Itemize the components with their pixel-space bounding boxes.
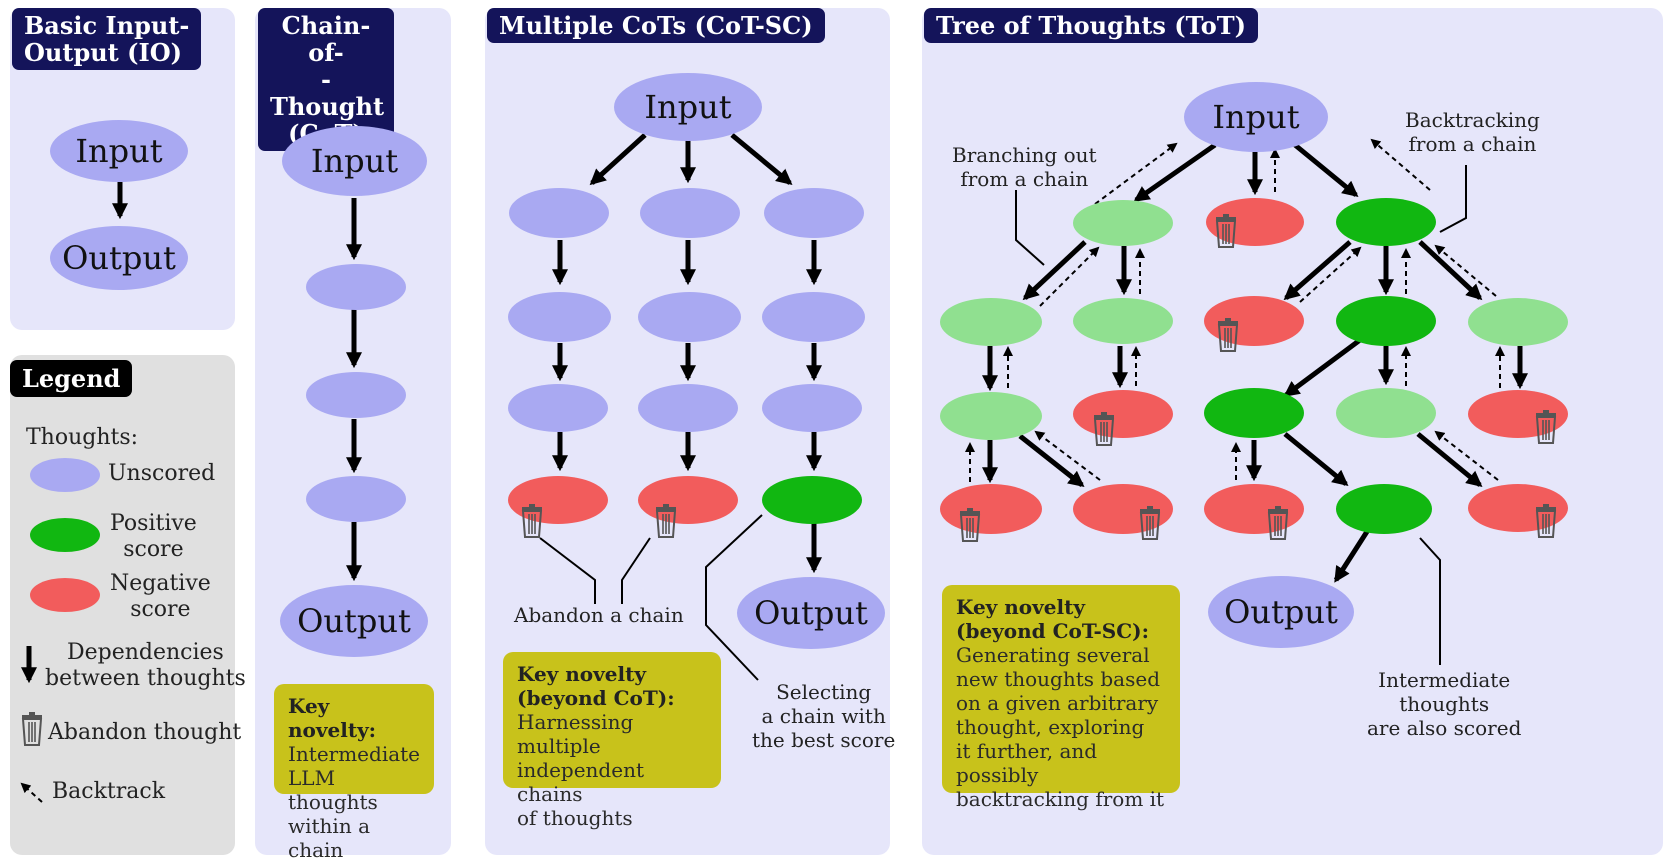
tot-key-novelty-box: Key novelty (beyond CoT-SC): Generating …: [942, 585, 1180, 811]
tot-solid-arrows: [981, 142, 1529, 583]
cotsc-arrow-in-3: [730, 133, 793, 186]
tot-positive-node: [1204, 388, 1304, 438]
tot-key-title: Key novelty (beyond CoT-SC):: [956, 595, 1149, 643]
tot-output-node: Output: [1208, 576, 1354, 648]
tot-positive-node: [1336, 388, 1436, 438]
io-output-node: Output: [50, 226, 188, 290]
cotsc-thought-node: [638, 292, 741, 342]
cotsc-thought-node: [764, 188, 864, 238]
cotsc-output-node: Output: [737, 577, 885, 649]
io-input-node: Input: [50, 120, 188, 182]
select-callout: [705, 514, 763, 681]
tot-title: Tree of Thoughts (ToT): [924, 8, 1258, 43]
cotsc-input-node: Input: [614, 73, 762, 141]
abandon-chain-label: Abandon a chain: [514, 603, 684, 627]
cotsc-thought-node: [508, 384, 608, 432]
intermediate-label: Intermediate thoughts are also scored: [1367, 668, 1522, 740]
cot-thought-node: [306, 264, 406, 310]
legend-negative-label: Negative score: [110, 571, 211, 622]
cotsc-thought-node: [640, 188, 740, 238]
cotsc-positive-node: [762, 476, 862, 524]
tot-positive-node: [940, 392, 1042, 440]
abandon-callout-right: [621, 537, 651, 604]
tot-positive-node: [1336, 296, 1436, 346]
legend-unscored-swatch: [30, 458, 100, 492]
trash-icon: [1215, 214, 1237, 248]
backtracking-label: Backtracking from a chain: [1405, 108, 1540, 156]
cotsc-arrow-in-1: [589, 133, 647, 186]
cotsc-thought-node: [762, 384, 862, 432]
legend-backtrack-arrow: [20, 782, 43, 803]
trash-icon: [655, 504, 677, 538]
cotsc-thought-node: [638, 384, 738, 432]
cotsc-negative-node: [508, 476, 608, 524]
cotsc-key-text: Harnessing multiple independent chains o…: [517, 710, 644, 830]
branching-label: Branching out from a chain: [952, 143, 1097, 191]
trash-icon: [959, 508, 981, 542]
tot-positive-node: [1336, 484, 1432, 534]
legend-thoughts-label: Thoughts:: [26, 425, 139, 450]
legend-negative-swatch: [30, 578, 100, 612]
legend-positive-label: Positive score: [110, 511, 197, 562]
tot-positive-node: [940, 298, 1042, 346]
trash-icon: [1267, 506, 1289, 540]
cot-key-title: Key novelty:: [288, 694, 377, 742]
cotsc-thought-node: [762, 292, 865, 342]
cot-output-node: Output: [280, 585, 428, 657]
tot-positive-node: [1073, 298, 1173, 344]
cot-key-novelty-box: Key novelty: Intermediate LLM thoughts w…: [274, 684, 434, 862]
tot-positive-node: [1468, 298, 1568, 346]
branching-callout: [1015, 190, 1045, 266]
trash-icon: [1535, 504, 1557, 538]
intermediate-callout: [1419, 537, 1441, 665]
trash-icon: [1139, 506, 1161, 540]
legend-dependencies-label: Dependencies between thoughts: [45, 640, 246, 691]
trash-icon: [1093, 412, 1115, 446]
cotsc-negative-node: [638, 476, 738, 524]
backtracking-callout: [1439, 165, 1467, 233]
tot-backtrack-arrows: [965, 138, 1505, 482]
tot-positive-node: [1073, 200, 1173, 246]
tot-negative-node: [940, 484, 1042, 534]
legend-positive-swatch: [30, 518, 100, 552]
cotsc-thought-node: [508, 292, 611, 342]
tot-key-text: Generating several new thoughts based on…: [956, 643, 1165, 811]
io-title: Basic Input- Output (IO): [12, 8, 202, 70]
abandon-callout-left: [539, 537, 596, 604]
tot-negative-node: [1073, 390, 1173, 438]
cotsc-chain-arrows: [551, 240, 823, 574]
cotsc-title: Multiple CoTs (CoT-SC): [487, 8, 825, 43]
tot-input-node: Input: [1184, 82, 1328, 152]
cot-key-text: Intermediate LLM thoughts within a chain: [288, 742, 421, 862]
legend-title: Legend: [10, 360, 133, 397]
legend-abandon-label: Abandon thought: [48, 720, 242, 745]
tot-positive-node: [1336, 198, 1436, 246]
trash-icon: [521, 504, 543, 538]
cot-input-node: Input: [282, 126, 427, 196]
cotsc-thought-node: [509, 188, 609, 238]
legend-unscored-label: Unscored: [108, 461, 216, 486]
cotsc-key-novelty-box: Key novelty (beyond CoT): Harnessing mul…: [503, 652, 721, 830]
trash-icon: [1217, 318, 1239, 352]
select-chain-label: Selecting a chain with the best score: [752, 680, 896, 752]
trash-icon: [21, 712, 43, 746]
trash-icon: [1535, 410, 1557, 444]
legend-backtrack-label: Backtrack: [52, 779, 166, 804]
cot-thought-node: [306, 476, 406, 522]
cotsc-key-title: Key novelty (beyond CoT):: [517, 662, 675, 710]
cot-thought-node: [306, 372, 406, 418]
